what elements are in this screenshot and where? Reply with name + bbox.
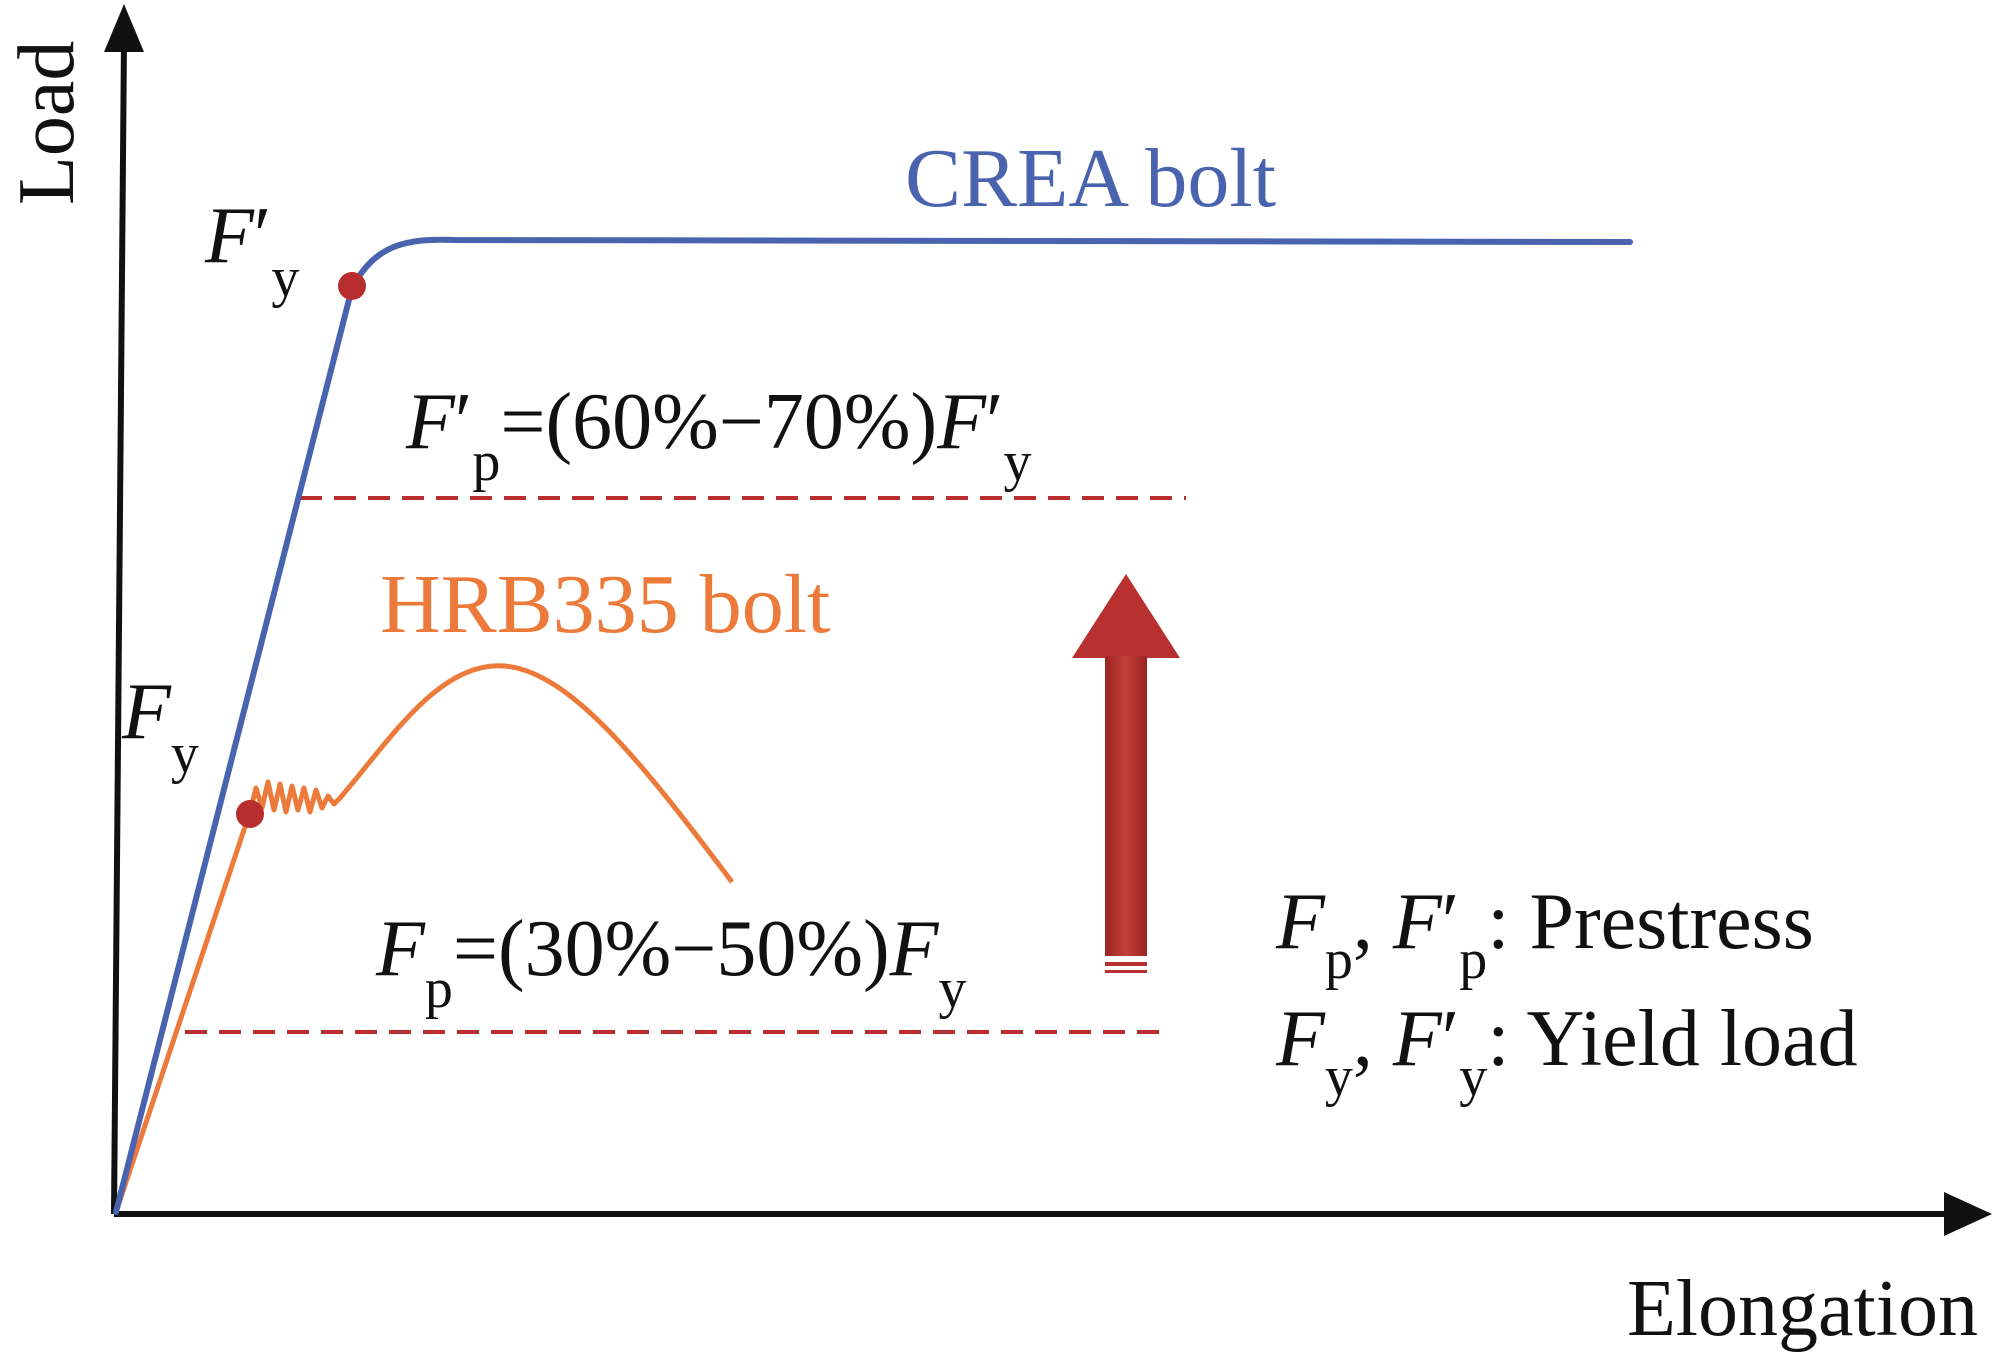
hrb-yield-label: Fy: [121, 668, 199, 785]
crea-curve-label: CREA bolt: [905, 132, 1276, 225]
x-axis-label: Elongation: [1627, 1265, 1978, 1353]
crea-prestress-formula: F′p=(60%−70%)F′y: [405, 378, 1032, 493]
definitions-legend: Fp, F′p: Prestress Fy, F′y: Yield load: [1275, 878, 1858, 1108]
y-axis-label: Load: [3, 41, 91, 205]
hrb-curve: [113, 663, 734, 1213]
y-axis-arrowhead: [104, 4, 144, 52]
axes: [104, 4, 1992, 1236]
crea-yield-marker: [338, 272, 366, 300]
hrb-yield-marker: [236, 800, 264, 828]
increase-arrow-icon: [1072, 574, 1180, 973]
x-axis-arrowhead: [1944, 1192, 1992, 1236]
y-axis: [111, 39, 127, 1215]
legend-yield-row: Fy, F′y: Yield load: [1275, 995, 1858, 1108]
hrb-prestress-formula: Fp=(30%−50%)Fy: [375, 905, 967, 1020]
hrb-curve-label: HRB335 bolt: [380, 558, 830, 651]
crea-yield-label: F′y: [204, 192, 299, 309]
legend-prestress-row: Fp, F′p: Prestress: [1275, 878, 1814, 991]
